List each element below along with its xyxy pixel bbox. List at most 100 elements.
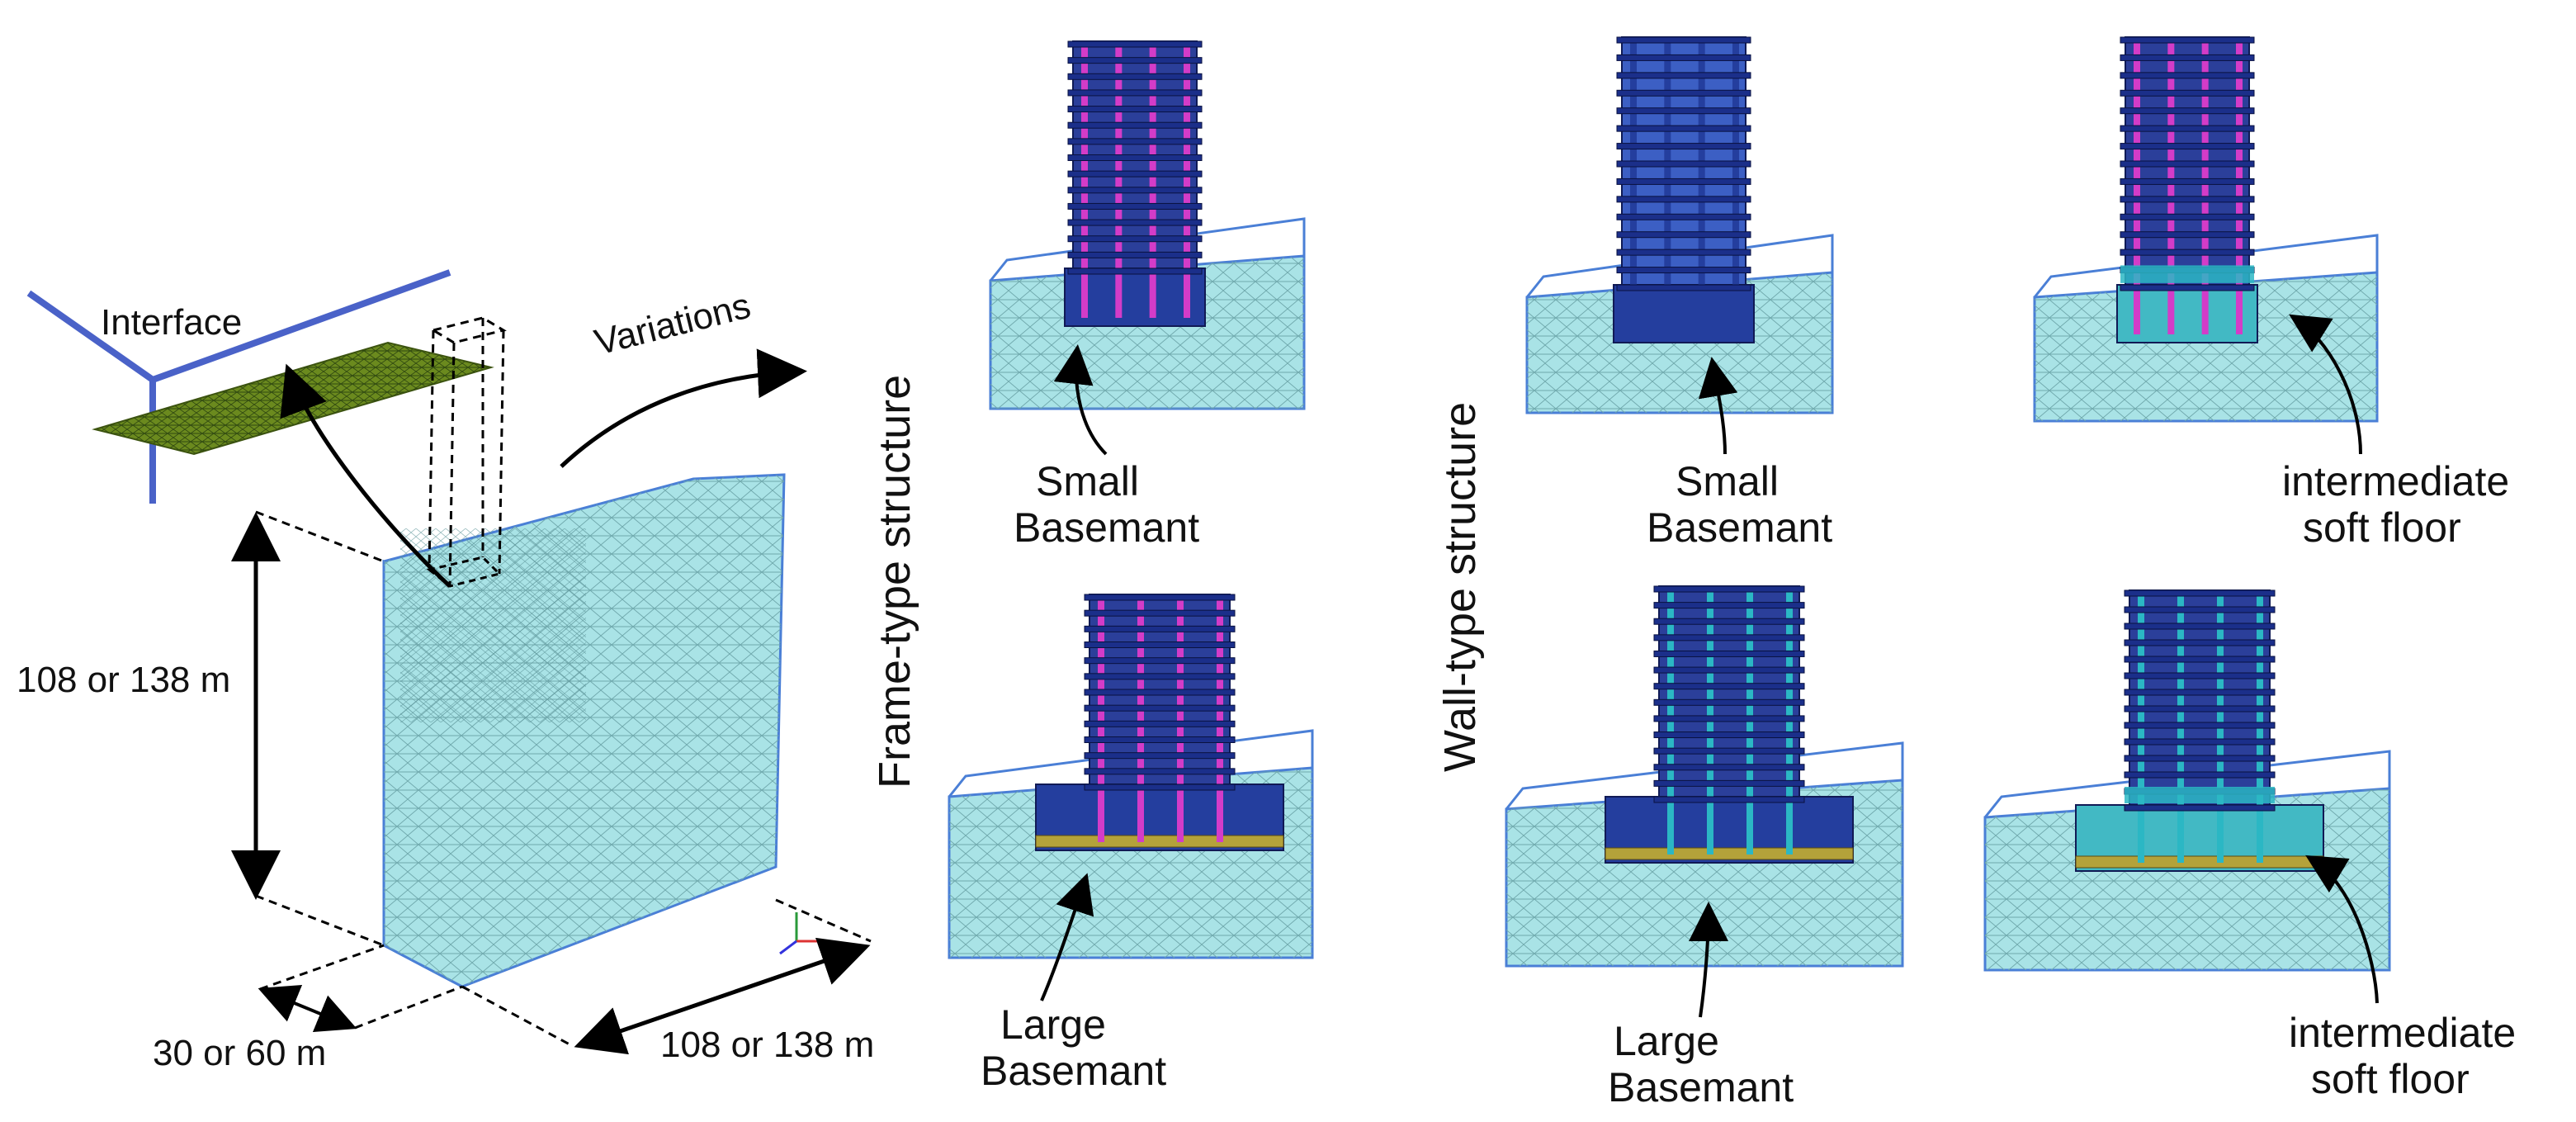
column [1137, 594, 1144, 842]
column [1081, 41, 1088, 318]
floor-slab [1616, 72, 1751, 79]
foundation-slab [1035, 835, 1284, 848]
floor-slab [1084, 752, 1236, 760]
floor-slab [1616, 284, 1751, 291]
floor-slab [1084, 784, 1236, 791]
floor-slab [1616, 231, 1751, 239]
floor-slab [2124, 623, 2276, 630]
floor-slab [2120, 36, 2255, 44]
floor-slab [1616, 54, 1751, 61]
floor-slab [1616, 178, 1751, 185]
floor-slab [1067, 40, 1203, 48]
caption-wall-soft-1: intermediate [2282, 458, 2509, 504]
floor-slab [1653, 650, 1805, 657]
floor-slab [1067, 219, 1203, 226]
floor-slab [1067, 138, 1203, 145]
floor-slab [1084, 641, 1236, 648]
floor-slab [1653, 764, 1805, 771]
column [1698, 37, 1705, 334]
floor-slab [1616, 89, 1751, 97]
floor-slab [2124, 755, 2276, 762]
height-dimension: 108 or 138 m [17, 510, 385, 947]
refined-mesh-zone [400, 528, 586, 722]
floor-slab [2124, 722, 2276, 729]
column [2236, 37, 2243, 334]
column [1149, 41, 1156, 318]
floor-slab [2124, 771, 2276, 779]
floor-slab [1084, 720, 1236, 727]
basement [2116, 284, 2258, 343]
floor-slab [1084, 768, 1236, 775]
column [1098, 594, 1104, 842]
floor-slab [1616, 213, 1751, 220]
floor-slab [1067, 202, 1203, 210]
interface-label: Interface [101, 302, 242, 343]
building-outline-dashed [428, 316, 507, 587]
caption-frame-small-1: Small [1036, 458, 1139, 504]
floor-slab [1616, 143, 1751, 150]
floor-slab [2124, 804, 2276, 812]
floor-slab [1653, 779, 1805, 787]
floor-slab [2120, 125, 2255, 132]
floor-slab [2124, 689, 2276, 696]
floor-slab [1616, 36, 1751, 44]
floor-slab [2124, 672, 2276, 679]
soft-floor [2125, 787, 2275, 803]
floor-slab [1653, 731, 1805, 739]
frame-type-label: Frame-type structure [870, 375, 919, 788]
floor-slab [1084, 689, 1236, 696]
building-variations [948, 36, 2391, 972]
caption-wall-soft-large-1: intermediate [2289, 1010, 2516, 1056]
floor-slab [1067, 57, 1203, 64]
floor-slab [1084, 594, 1236, 601]
floor-slab [1067, 121, 1203, 129]
floor-slab [1067, 106, 1203, 113]
floor-slab [1653, 715, 1805, 722]
floor-slab [1653, 602, 1805, 609]
floor-slab [2124, 738, 2276, 746]
caption-wall-large-2: Basemant [1608, 1064, 1794, 1110]
variations-label: Variations [591, 286, 755, 363]
column [2134, 37, 2140, 334]
floor-slab [1653, 585, 1805, 593]
caption-wall-large-1: Large [1614, 1018, 1719, 1064]
building-panel [1525, 36, 1834, 414]
building-panel [2033, 36, 2379, 423]
caption-wall-small-1: Small [1676, 458, 1779, 504]
floor-slab [1067, 251, 1203, 258]
floor-slab [1067, 187, 1203, 194]
floor-slab [2124, 639, 2276, 646]
variations-arrow [560, 348, 807, 468]
column [1184, 41, 1190, 318]
floor-slab [1067, 89, 1203, 97]
floor-slab [1653, 698, 1805, 706]
soft-floor [2120, 265, 2254, 283]
floor-slab [2124, 589, 2276, 597]
caption-frame-large-2: Basemant [981, 1048, 1166, 1094]
caption-frame-small-2: Basemant [1014, 504, 1199, 551]
floor-slab [1067, 170, 1203, 178]
floor-slab [2120, 107, 2255, 115]
building-panel [948, 594, 1314, 959]
floor-slab [1084, 736, 1236, 743]
building-panel [1505, 585, 1904, 968]
floor-slab [2120, 160, 2255, 168]
floor-slab [2120, 89, 2255, 97]
column [2167, 37, 2175, 334]
floor-slab [1067, 73, 1203, 80]
interface-inset: Interface [26, 269, 494, 504]
caption-frame-large-1: Large [1000, 1001, 1106, 1048]
depth-label: 30 or 60 m [153, 1033, 326, 1073]
floor-slab [1084, 704, 1236, 712]
floor-slab [1653, 618, 1805, 625]
floor-slab [1067, 154, 1203, 161]
floor-slab [1616, 267, 1751, 274]
foundation-slab [2075, 855, 2324, 869]
column [1115, 41, 1123, 318]
floor-slab [1067, 267, 1203, 275]
floor-slab [2120, 196, 2255, 203]
floor-slab [2124, 656, 2276, 663]
interface-arrow [280, 363, 451, 588]
floor-slab [1616, 160, 1751, 168]
